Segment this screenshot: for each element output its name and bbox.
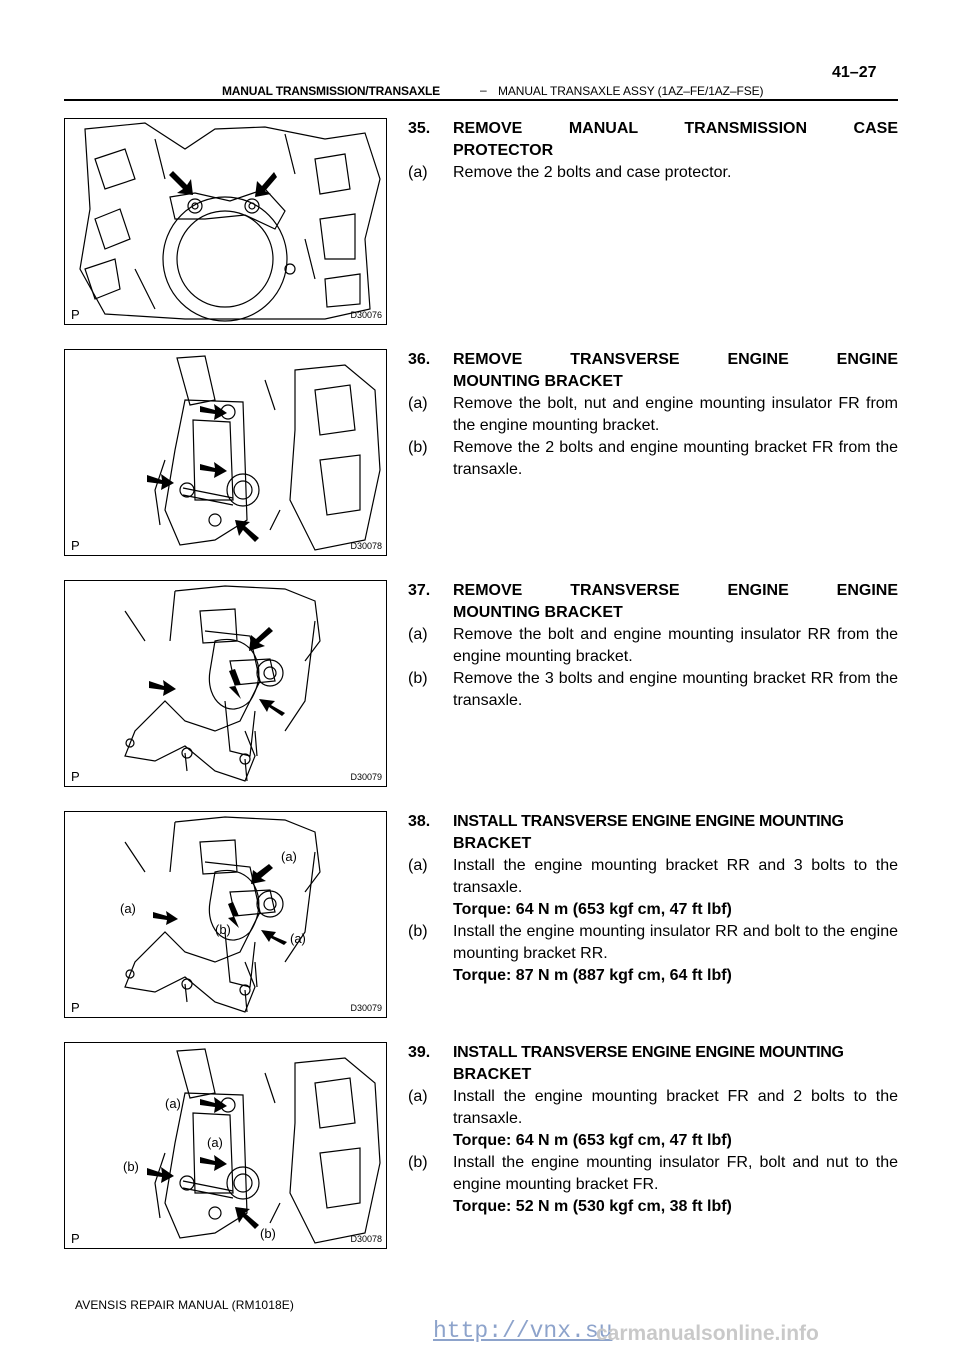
item-text: Remove the bolt, nut and engine mounting…: [453, 395, 898, 434]
step-number: 36.: [408, 351, 431, 368]
watermark-site: carmanualsonline.info: [596, 1322, 819, 1345]
step-title: 36. REMOVE TRANSVERSE ENGINE ENGINE: [408, 349, 898, 371]
step-title-line1: REMOVE TRANSVERSE ENGINE ENGINE: [453, 351, 898, 368]
step-38: 38. INSTALL TRANSVERSE ENGINE ENGINE MOU…: [408, 811, 898, 987]
figure-mounting-bracket-fr: P D30078: [64, 349, 387, 556]
step-item: (b) Install the engine mounting insulato…: [408, 1152, 898, 1218]
figure-code: D30078: [350, 1234, 382, 1244]
step-title-line2: PROTECTOR: [453, 142, 554, 159]
item-text: Install the engine mounting bracket RR a…: [453, 857, 898, 896]
step-36: 36. REMOVE TRANSVERSE ENGINE ENGINE MOUN…: [408, 349, 898, 481]
step-title: 38. INSTALL TRANSVERSE ENGINE ENGINE MOU…: [408, 811, 898, 833]
item-label: (a): [408, 164, 428, 181]
step-item: (a) Install the engine mounting bracket …: [408, 855, 898, 921]
step-item: (a) Remove the 2 bolts and case protecto…: [408, 162, 898, 184]
item-text: Install the engine mounting insulator RR…: [453, 923, 898, 962]
mounting-bracket-rr-illustration: [124, 585, 321, 782]
item-text: Install the engine mounting insulator FR…: [453, 1154, 898, 1193]
step-item: (b) Install the engine mounting insulato…: [408, 921, 898, 987]
step-title: 39. INSTALL TRANSVERSE ENGINE ENGINE MOU…: [408, 1042, 898, 1064]
figure-marker: P: [71, 1231, 80, 1246]
step-number: 37.: [408, 582, 431, 599]
torque-spec: Torque: 52 N m (530 kgf cm, 38 ft lbf): [453, 1198, 732, 1215]
item-text: Remove the 2 bolts and case protector.: [453, 164, 732, 181]
callout-label: (a): [165, 1096, 181, 1111]
step-item: (a) Install the engine mounting bracket …: [408, 1086, 898, 1152]
step-title-line2: BRACKET: [453, 1066, 532, 1083]
figure-marker: P: [71, 307, 80, 322]
step-title-line1: INSTALL TRANSVERSE ENGINE ENGINE MOUNTIN…: [453, 1044, 844, 1061]
torque-spec: Torque: 64 N m (653 kgf cm, 47 ft lbf): [453, 1132, 732, 1149]
install-bracket-fr-illustration: [147, 1048, 381, 1244]
callout-label: (a): [207, 1135, 223, 1150]
callout-label: (b): [260, 1226, 276, 1241]
step-title: 35. REMOVE MANUAL TRANSMISSION CASE: [408, 118, 898, 140]
mounting-bracket-fr-illustration: [147, 355, 381, 551]
step-item: (b) Remove the 3 bolts and engine mounti…: [408, 668, 898, 712]
case-protector-illustration: [79, 122, 381, 322]
header-dash: –: [480, 83, 487, 97]
item-text: Install the engine mounting bracket FR a…: [453, 1088, 898, 1127]
figure-code: D30079: [350, 772, 382, 782]
header-rule: [64, 99, 898, 101]
step-title-line2: MOUNTING BRACKET: [453, 373, 623, 390]
figure-install-bracket-fr: (a) (a) (b) (b) P D30078: [64, 1042, 387, 1249]
callout-label: (a): [290, 931, 306, 946]
step-number: 39.: [408, 1044, 431, 1061]
callout-label: (b): [215, 922, 231, 937]
step-title-line1: REMOVE MANUAL TRANSMISSION CASE: [453, 120, 898, 137]
callout-label: (b): [123, 1159, 139, 1174]
manual-footer: AVENSIS REPAIR MANUAL (RM1018E): [75, 1298, 294, 1312]
step-title-line2: MOUNTING BRACKET: [453, 604, 623, 621]
torque-spec: Torque: 64 N m (653 kgf cm, 47 ft lbf): [453, 901, 732, 918]
item-label: (b): [408, 670, 428, 687]
figure-mounting-bracket-rr: P D30079: [64, 580, 387, 787]
item-label: (a): [408, 395, 428, 412]
figure-code: D30079: [350, 1003, 382, 1013]
torque-spec: Torque: 87 N m (887 kgf cm, 64 ft lbf): [453, 967, 732, 984]
step-item: (a) Remove the bolt and engine mounting …: [408, 624, 898, 668]
step-number: 38.: [408, 813, 431, 830]
figure-marker: P: [71, 538, 80, 553]
item-label: (a): [408, 626, 428, 643]
figure-code: D30078: [350, 541, 382, 551]
figure-code: D30076: [350, 310, 382, 320]
page-number: 41–27: [832, 64, 877, 81]
item-text: Remove the 2 bolts and engine mounting b…: [453, 439, 898, 478]
subsection-title: MANUAL TRANSAXLE ASSY (1AZ–FE/1AZ–FSE): [498, 84, 764, 98]
callout-label: (a): [120, 901, 136, 916]
item-text: Remove the 3 bolts and engine mounting b…: [453, 670, 898, 709]
figure-case-protector: P D30076: [64, 118, 387, 325]
item-label: (b): [408, 439, 428, 456]
step-item: (b) Remove the 2 bolts and engine mounti…: [408, 437, 898, 481]
item-label: (b): [408, 1154, 428, 1171]
figure-marker: P: [71, 1000, 80, 1015]
item-label: (b): [408, 923, 428, 940]
step-37: 37. REMOVE TRANSVERSE ENGINE ENGINE MOUN…: [408, 580, 898, 712]
figure-install-bracket-rr: (a) (a) (b) (a) P D30079: [64, 811, 387, 1018]
step-39: 39. INSTALL TRANSVERSE ENGINE ENGINE MOU…: [408, 1042, 898, 1218]
step-title: 37. REMOVE TRANSVERSE ENGINE ENGINE: [408, 580, 898, 602]
step-number: 35.: [408, 120, 431, 137]
section-title: MANUAL TRANSMISSION/TRANSAXLE: [222, 84, 440, 98]
step-item: (a) Remove the bolt, nut and engine moun…: [408, 393, 898, 437]
step-title-line1: REMOVE TRANSVERSE ENGINE ENGINE: [453, 582, 898, 599]
step-title-line1: INSTALL TRANSVERSE ENGINE ENGINE MOUNTIN…: [453, 813, 844, 830]
item-label: (a): [408, 1088, 428, 1105]
callout-label: (a): [281, 849, 297, 864]
item-text: Remove the bolt and engine mounting insu…: [453, 626, 898, 665]
install-bracket-rr-illustration: [124, 816, 321, 1013]
figure-marker: P: [71, 769, 80, 784]
step-title-line2: BRACKET: [453, 835, 532, 852]
step-35: 35. REMOVE MANUAL TRANSMISSION CASE PROT…: [408, 118, 898, 184]
watermark-link[interactable]: http://vnx.su: [433, 1318, 613, 1344]
item-label: (a): [408, 857, 428, 874]
